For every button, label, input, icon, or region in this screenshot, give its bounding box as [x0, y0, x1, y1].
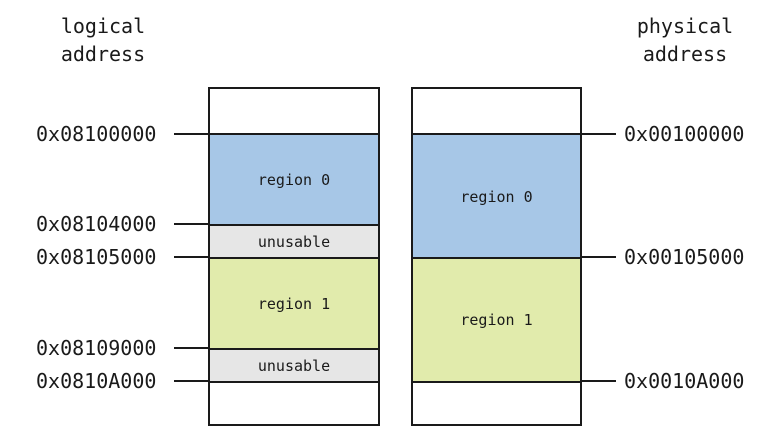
logical-unusable-block: unusable [210, 348, 378, 383]
logical-boundary-line [174, 380, 209, 382]
logical-boundary-line [174, 347, 209, 349]
logical-region-1-block: region 1 [210, 257, 378, 349]
physical-boundary-line [580, 256, 616, 258]
logical-memory-column: region 0 unusable region 1 unusable [208, 87, 380, 426]
logical-region-0-block: region 0 [210, 133, 378, 225]
physical-region-0-block: region 0 [413, 133, 580, 258]
logical-boundary-line [174, 256, 209, 258]
logical-boundary-line [174, 223, 209, 225]
physical-memory-column: region 0 region 1 [411, 87, 582, 426]
logical-address-label: 0x08109000 [36, 336, 157, 360]
logical-boundary-line [174, 133, 209, 135]
physical-region-1-block: region 1 [413, 257, 580, 383]
physical-address-label: 0x0010A000 [624, 369, 745, 393]
physical-address-label: 0x00100000 [624, 122, 745, 146]
physical-boundary-line [580, 133, 616, 135]
logical-address-label: 0x08100000 [36, 122, 157, 146]
physical-address-heading: physical address [636, 14, 734, 66]
logical-address-label: 0x08105000 [36, 245, 157, 269]
physical-boundary-line [580, 380, 616, 382]
logical-address-label: 0x0810A000 [36, 369, 157, 393]
logical-address-label: 0x08104000 [36, 212, 157, 236]
physical-address-label: 0x00105000 [624, 245, 745, 269]
logical-address-heading: logical address [60, 14, 146, 66]
logical-unusable-block: unusable [210, 224, 378, 258]
